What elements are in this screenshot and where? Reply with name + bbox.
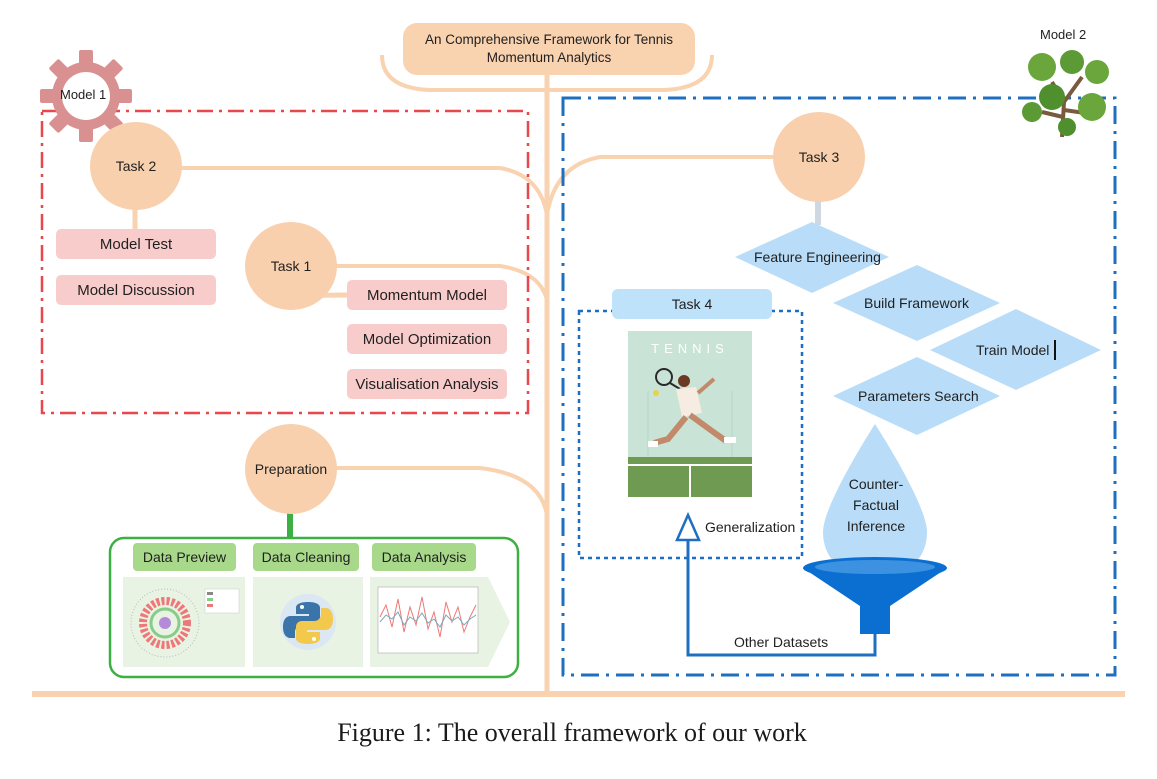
feedback-loop: [686, 540, 877, 657]
model1-frame: [40, 109, 530, 415]
framework-title: An Comprehensive Framework for Tennis Mo…: [403, 23, 695, 75]
model-test-item: Model Test: [56, 229, 216, 259]
task2-branch: [180, 166, 549, 216]
other-datasets-label: Other Datasets: [734, 634, 829, 650]
model1-label: Model 1: [60, 87, 107, 102]
data-frame: [108, 536, 520, 679]
model2-label: Model 2: [1040, 27, 1087, 42]
task3-node: Task 3: [773, 112, 865, 202]
generalization-arrow-head: [675, 511, 701, 542]
title-arc-right: [547, 54, 714, 92]
poster-title: TENNIS: [651, 341, 729, 356]
droplet-icon: [823, 424, 927, 578]
data-cleaning-tab: Data Cleaning: [253, 543, 359, 571]
task3-branch: [545, 155, 775, 216]
feature-engineering-label: Feature Engineering: [754, 249, 881, 265]
framework-title-line1: An Comprehensive Framework for Tennis: [424, 32, 674, 47]
momentum-model-item: Momentum Model: [347, 280, 507, 310]
data-preview-tab: Data Preview: [133, 543, 236, 571]
preparation-node: Preparation: [245, 424, 337, 514]
counterfactual-line2: Factual: [853, 497, 899, 513]
figure-caption: Figure 1: The overall framework of our w…: [337, 718, 807, 747]
task4-tab: Task 4: [612, 289, 772, 319]
counterfactual-line1: Counter-: [848, 476, 904, 492]
data-analysis-thumbnail: [370, 577, 510, 667]
task1-node: Task 1: [245, 222, 337, 310]
text-cursor: [1054, 340, 1056, 360]
task1-branch: [335, 264, 549, 301]
preparation-branch: [335, 466, 549, 516]
data-analysis-tab: Data Analysis: [372, 543, 476, 571]
tree-icon: [1022, 50, 1109, 138]
train-model-label: Train Model: [976, 342, 1050, 358]
counterfactual-line3: Inference: [846, 518, 906, 534]
python-logo-icon: [280, 594, 336, 650]
task2-node: Task 2: [90, 122, 182, 210]
title-arc-left: [380, 54, 547, 92]
data-cleaning-thumbnail: [253, 577, 363, 667]
model-optimization-item: Model Optimization: [347, 324, 507, 354]
parameters-search-label: Parameters Search: [858, 388, 979, 404]
tennis-poster-image: TENNIS: [628, 331, 752, 497]
visualisation-analysis-item: Visualisation Analysis: [347, 369, 507, 399]
line-chart-image: [377, 577, 510, 667]
counterfactual-label: Counter- Factual Inference: [826, 474, 926, 537]
tennis-player-illustration: [628, 368, 752, 497]
model-discussion-item: Model Discussion: [56, 275, 216, 305]
funnel-icon: [803, 557, 947, 634]
generalization-label: Generalization: [705, 519, 796, 535]
radial-chart-image: [130, 588, 240, 658]
task4-frame: [577, 309, 804, 560]
build-framework-label: Build Framework: [864, 295, 970, 311]
model2-frame: [561, 96, 1117, 677]
data-preview-thumbnail: [123, 577, 245, 667]
framework-title-line2: Momentum Analytics: [486, 50, 612, 65]
